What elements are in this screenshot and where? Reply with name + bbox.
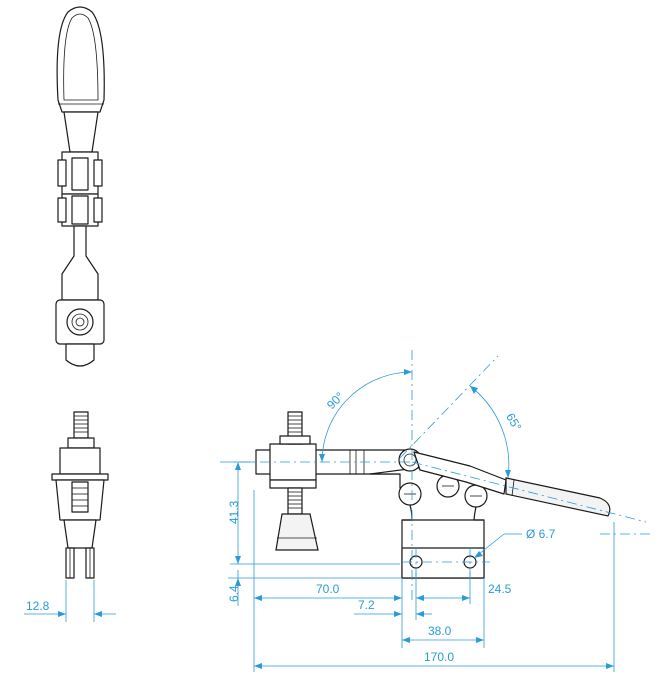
top-view <box>55 6 105 367</box>
dim-label-7-2: 7.2 <box>358 598 375 612</box>
dimension-hole-diameter: Ø 6.7 <box>473 527 556 559</box>
dimension-41-3: 41.3 <box>227 461 400 565</box>
dim-label-70: 70.0 <box>316 582 340 596</box>
dimension-70: 70.0 <box>253 490 402 672</box>
dim-label-hole-diameter: Ø 6.7 <box>526 527 556 541</box>
dim-label-38: 38.0 <box>428 624 452 638</box>
dim-label-90: 90° <box>324 389 347 412</box>
side-view <box>255 411 611 579</box>
dimension-170: 170.0 <box>254 522 615 672</box>
dimension-24-5: 24.5 <box>416 572 512 604</box>
dimension-7-2: 7.2 <box>354 572 432 648</box>
dim-label-41-3: 41.3 <box>227 500 241 524</box>
dimension-12-8: 12.8 <box>24 580 116 622</box>
center-lines <box>220 350 652 602</box>
dimension-38: 38.0 <box>402 578 485 648</box>
dim-label-170: 170.0 <box>424 650 454 664</box>
dim-label-24-5: 24.5 <box>488 582 512 596</box>
dimension-6-4: 6.4 <box>227 570 402 606</box>
angle-65: 65° <box>469 385 524 479</box>
angle-90: 90° <box>319 369 413 463</box>
front-view <box>51 411 109 579</box>
dim-label-6-4: 6.4 <box>227 585 241 602</box>
dim-label-12-8: 12.8 <box>26 599 50 613</box>
dim-label-65: 65° <box>503 411 524 434</box>
